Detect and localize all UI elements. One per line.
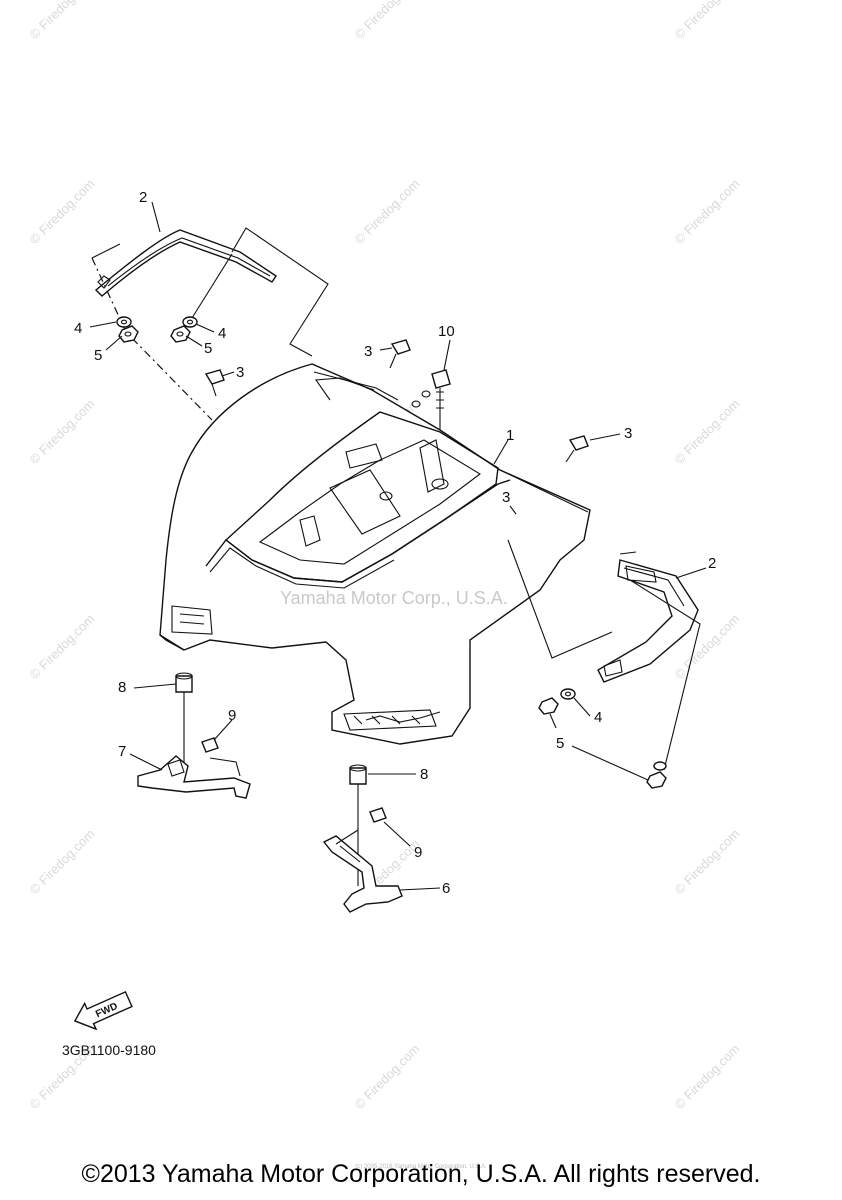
watermark: © Firedog.com (27, 611, 98, 682)
footer-small-copyright: (c) 2005-2016 Yamaha Motor Corporation, … (355, 1164, 487, 1170)
grab-bar-left (94, 229, 277, 297)
label-part-2-left: 2 (139, 189, 147, 206)
bolt-9-right (369, 807, 387, 823)
watermark: © Firedog.com (672, 176, 743, 247)
label-part-4-c: 4 (594, 709, 602, 726)
nut-left-b (170, 325, 191, 343)
washer-left-b (182, 316, 198, 328)
label-part-3-b: 3 (364, 343, 372, 360)
label-part-9-a: 9 (228, 707, 236, 724)
grommet-8-right (349, 764, 367, 785)
copyright-notice: ©2013 Yamaha Motor Corporation, U.S.A. A… (81, 1160, 761, 1188)
leader-grabbar-to-nuts (191, 253, 233, 319)
watermark: © Firedog.com (27, 176, 98, 247)
bolt-3-left (204, 369, 225, 397)
bracket-6 (322, 835, 403, 913)
leader-bracket6 (335, 829, 359, 845)
watermark: © Firedog.com (672, 826, 743, 897)
watermark: © Firedog.com (352, 176, 423, 247)
grab-bar-right (597, 559, 699, 683)
leader-grabbar-right-bracket (231, 227, 329, 357)
leader-grabbar-right-b (629, 579, 701, 771)
center-watermark: Yamaha Motor Corp., U.S.A. (280, 588, 508, 608)
label-part-4-a: 4 (74, 320, 82, 337)
label-part-8-a: 8 (118, 679, 126, 696)
label-part-8-b: 8 (420, 766, 428, 783)
bolt-9-left (201, 737, 219, 753)
watermark: © Firedog.com (352, 1041, 423, 1112)
watermark: © Firedog.com (352, 0, 423, 42)
label-part-3-c: 3 (624, 425, 632, 442)
bolt-3-right-top (565, 435, 589, 463)
nut-left-a (118, 325, 139, 343)
rear-fender (159, 363, 591, 745)
watermark: © Firedog.com (672, 1041, 743, 1112)
label-part-5-b: 5 (204, 340, 212, 357)
watermark: © Firedog.com (672, 0, 743, 42)
leader-grabbar-left-b (91, 243, 121, 259)
washer-right (560, 688, 576, 700)
leader-grabbar-right-a (507, 539, 613, 659)
watermark: © Firedog.com (672, 396, 743, 467)
leader-grabbar-right-c (619, 551, 637, 555)
label-leaders (89, 201, 707, 891)
label-part-9-b: 9 (414, 844, 422, 861)
part-code: 3GB1100-9180 (62, 1042, 156, 1058)
watermark: © Firedog.com (27, 0, 98, 42)
fwd-arrow: FWD (73, 990, 133, 1031)
label-part-10: 10 (438, 323, 455, 340)
leader-grabbar-left-a (91, 257, 213, 421)
nut-right-b (646, 761, 667, 789)
label-part-3-d: 3 (502, 489, 510, 506)
label-part-4-b: 4 (218, 325, 226, 342)
label-part-7: 7 (118, 743, 126, 760)
watermark: © Firedog.com (27, 826, 98, 897)
label-part-5-c: 5 (556, 735, 564, 752)
bracket-7 (137, 755, 251, 799)
washer-left-a (116, 316, 132, 328)
watermark: © Firedog.com (27, 396, 98, 467)
label-part-5-a: 5 (94, 347, 102, 364)
leader-bracket7 (209, 757, 241, 777)
label-part-6: 6 (442, 880, 450, 897)
nut-right-a (538, 697, 559, 715)
label-part-2-right: 2 (708, 555, 716, 572)
label-part-3-a: 3 (236, 364, 244, 381)
label-part-1: 1 (506, 427, 514, 444)
bolt-3-top (389, 339, 411, 369)
grommet-8-left (175, 672, 193, 693)
